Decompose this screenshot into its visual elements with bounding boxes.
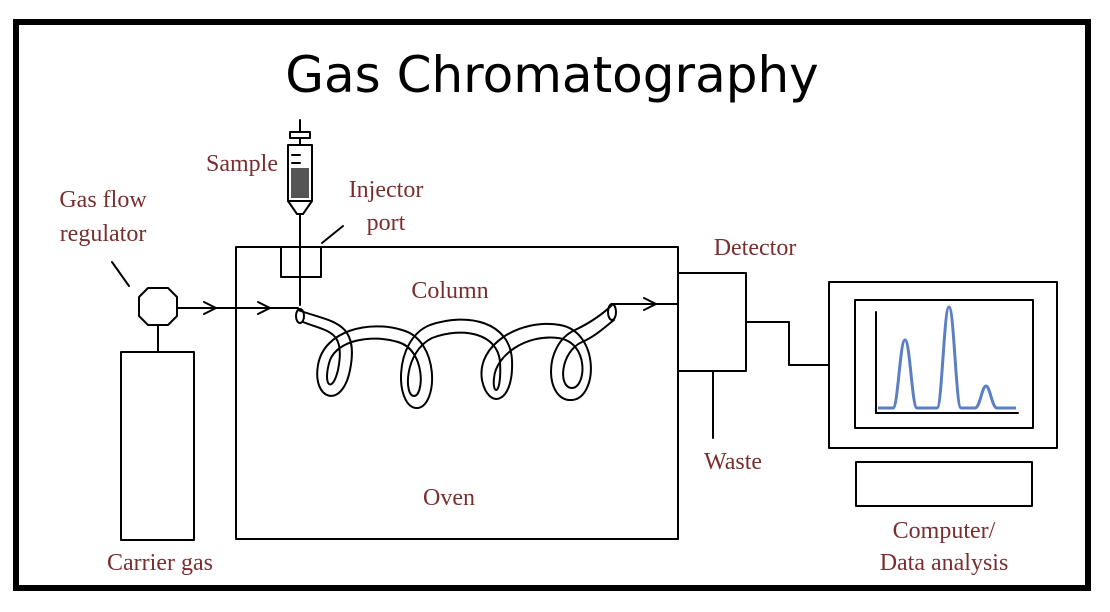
signal-wire <box>745 321 830 366</box>
diagram-title: Gas Chromatography <box>285 46 818 104</box>
gas-flow-label-line1: Gas flow <box>59 187 147 213</box>
computer-keyboard <box>855 461 1033 507</box>
waste-label: Waste <box>704 449 762 475</box>
syringe-icon <box>287 119 313 306</box>
injector-port-label-line2: port <box>367 210 406 236</box>
oven-label: Oven <box>423 485 475 511</box>
outlet-arrow <box>643 297 657 311</box>
injector-port-label-line1: Injector <box>349 177 424 203</box>
computer-label-line1: Computer/ <box>893 518 996 544</box>
sample-label: Sample <box>206 151 278 177</box>
monitor-screen <box>854 299 1034 429</box>
injector-pointer-line <box>321 225 344 244</box>
computer-label-line2: Data analysis <box>880 550 1009 576</box>
chromatogram-plot <box>875 305 1019 414</box>
regulator-pointer-line <box>111 261 130 287</box>
gas-flow-arrow-2 <box>257 301 271 315</box>
column-coil <box>295 303 617 410</box>
column-label: Column <box>411 278 488 304</box>
oven-box <box>235 246 679 540</box>
gas-flow-arrow-1 <box>203 301 217 315</box>
carrier-gas-label: Carrier gas <box>107 550 213 576</box>
monitor-frame <box>828 281 1058 449</box>
gas-flow-regulator <box>138 287 178 326</box>
gas-flow-label-line2: regulator <box>60 221 147 247</box>
detector-label: Detector <box>714 235 797 261</box>
